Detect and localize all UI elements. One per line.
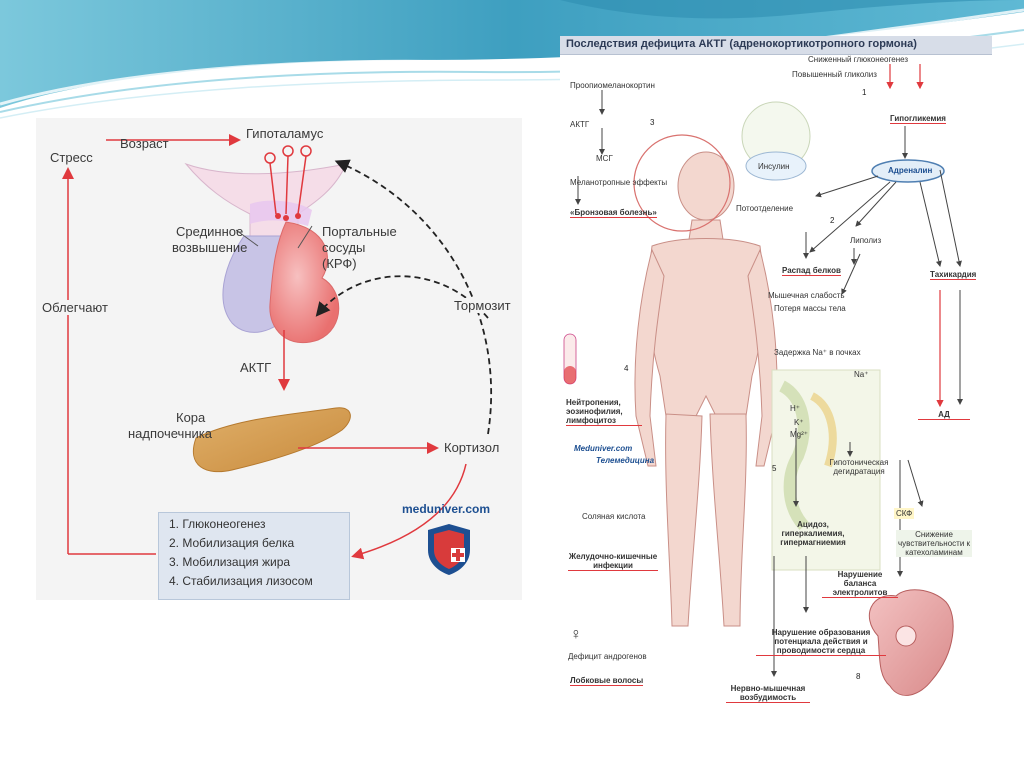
hypoglycemia-label: Гипогликемия	[890, 114, 946, 124]
watermark-telemedicine: Телемедицина	[596, 456, 655, 465]
h-label: H⁺	[790, 404, 800, 413]
gi-infections-label: Желудочно-кишечные инфекции	[568, 552, 658, 571]
acth-label-right: АКТГ	[570, 120, 590, 129]
na-retention-label: Задержка Na⁺ в почках	[774, 348, 861, 357]
effects-box: 1. Глюконеогенез 2. Мобилизация белка 3.…	[158, 512, 350, 600]
gfr-label: СКФ	[894, 508, 915, 519]
adrenaline-label: Адреналин	[888, 166, 933, 175]
stress-label: Стресс	[50, 150, 93, 165]
sweating-label: Потоотделение	[736, 204, 794, 213]
lipolysis-label: Липолиз	[850, 236, 882, 245]
acth-deficiency-diagram: Последствия дефицита АКТГ (адренокортико…	[560, 36, 992, 708]
inhibits-label: Тормозит	[454, 298, 511, 313]
androgen-deficit-label: Дефицит андрогенов	[568, 652, 647, 661]
protein-breakdown-label: Распад белков	[782, 266, 841, 276]
meduniver-logo-text: meduniver.com	[402, 502, 491, 516]
cortex-label-2: надпочечника	[128, 426, 212, 441]
relieve-label: Облегчают	[42, 300, 108, 315]
step-number: 8	[856, 672, 861, 681]
bronze-disease-label: «Бронзовая болезнь»	[570, 208, 657, 218]
k-label: K⁺	[794, 418, 804, 427]
electrolytes-label: Нарушение баланса электролитов	[822, 570, 898, 598]
effect-item: 1. Глюконеогенез	[169, 517, 266, 531]
blood-pressure-label: АД	[918, 410, 970, 420]
diagram-title-text: Последствия дефицита АКТГ (адренокортико…	[566, 38, 917, 50]
hpa-axis-diagram: Стресс Возраст Гипоталамус Срединное воз…	[36, 118, 522, 600]
human-figure	[634, 151, 778, 627]
tachycardia-label: Тахикардия	[930, 270, 977, 280]
glycolysis-label: Повышенный гликолиз	[792, 70, 877, 79]
hpa-axis-drawing	[62, 134, 493, 560]
cortisol-label: Кортизол	[444, 440, 500, 455]
portal-vessels-label-1: Портальные	[322, 224, 397, 239]
median-eminence-label-1: Срединное	[176, 224, 244, 239]
cardiac-conduction-label: Нарушение образования потенциала действи…	[756, 628, 886, 656]
hypotonic-dehydration-label: Гипотоническая дегидратация	[829, 458, 889, 476]
median-eminence-label-2: возвышение	[172, 240, 248, 255]
muscle-weakness-label: Мышечная слабость	[768, 291, 845, 300]
step-number: 3	[650, 118, 655, 127]
acth-label: АКТГ	[240, 360, 272, 375]
weight-loss-label: Потеря массы тела	[774, 304, 846, 313]
step-number: 4	[624, 364, 629, 373]
cortex-label-1: Кора	[176, 410, 206, 425]
gluconeogenesis-label: Сниженный глюконеогенез	[808, 55, 909, 64]
neutropenia-label: Нейтропения, эозинофилия, лимфоцитоз	[566, 398, 642, 426]
hcl-label: Соляная кислота	[582, 512, 646, 521]
acidosis-label: Ацидоз, гиперкалиемия, гипермагниемия	[780, 520, 846, 547]
na-label: Na⁺	[854, 370, 869, 379]
insulin-label: Инсулин	[758, 162, 790, 171]
pubic-hair-label: Лобковые волосы	[570, 676, 644, 686]
msh-label: МСГ	[596, 154, 613, 163]
effect-item: 4. Стабилизация лизосом	[169, 574, 313, 588]
hypothalamus-label: Гипоталамус	[246, 126, 324, 141]
watermark-meduniver: Meduniver.com	[574, 444, 633, 453]
catecholamines-label: Снижение чувствительности к катехоламина…	[896, 530, 972, 557]
step-number: 1	[862, 88, 867, 97]
portal-vessels-label-2: сосуды	[322, 240, 366, 255]
neuromuscular-label: Нервно-мышечная возбудимость	[726, 684, 810, 703]
step-number: 2	[830, 216, 835, 225]
melanotropic-label: Меланотропные эффекты	[570, 178, 668, 187]
shield-logo-icon	[428, 524, 470, 575]
header-swoosh	[0, 0, 1024, 119]
step-number: 5	[772, 464, 777, 473]
effect-item: 2. Мобилизация белка	[169, 536, 295, 550]
age-label: Возраст	[120, 136, 169, 151]
pomc-label: Проопиомеланокортин	[570, 81, 655, 90]
acth-deficiency-drawing	[563, 64, 963, 696]
effect-item: 3. Мобилизация жира	[169, 555, 291, 569]
portal-vessels-label-3: (КРФ)	[322, 256, 357, 271]
mg-label: Mg²⁺	[790, 430, 808, 439]
diagram-title: Последствия дефицита АКТГ (адренокортико…	[560, 36, 992, 55]
female-symbol-icon: ♀	[570, 626, 582, 643]
